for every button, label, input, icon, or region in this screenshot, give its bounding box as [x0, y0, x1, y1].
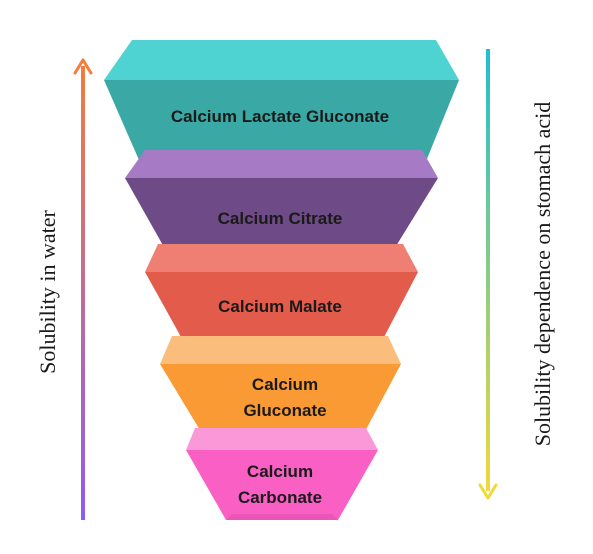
level-label-citrate: Calcium Citrate	[217, 209, 343, 228]
funnel-level-4-back	[160, 336, 401, 364]
left-arrow-shaft	[81, 66, 85, 520]
funnel-level-3-back	[145, 244, 418, 272]
right-axis-label: Solubility dependence on stomach acid	[530, 101, 555, 447]
right-arrow-head	[478, 483, 498, 500]
left-arrow	[73, 58, 93, 520]
left-arrow-head	[73, 58, 93, 75]
funnel-level-1-back	[104, 40, 459, 80]
left-axis-label: Solubility in water	[35, 210, 60, 374]
funnel-level-5-back	[186, 428, 378, 450]
funnel-level-5-shade	[226, 514, 338, 520]
funnel-level-2-back	[125, 150, 438, 178]
level-label-carbonate: Calcium Carbonate	[237, 462, 323, 507]
level-label-gluconate: Calcium Gluconate	[243, 375, 327, 420]
level-label-malate: Calcium Malate	[218, 297, 342, 316]
funnel-level-5-front	[186, 450, 378, 520]
level-label-lactate-gluconate: Calcium Lactate Gluconate	[170, 107, 390, 126]
funnel-level-5	[186, 428, 378, 520]
right-arrow-shaft	[486, 49, 490, 491]
right-arrow	[478, 49, 498, 500]
